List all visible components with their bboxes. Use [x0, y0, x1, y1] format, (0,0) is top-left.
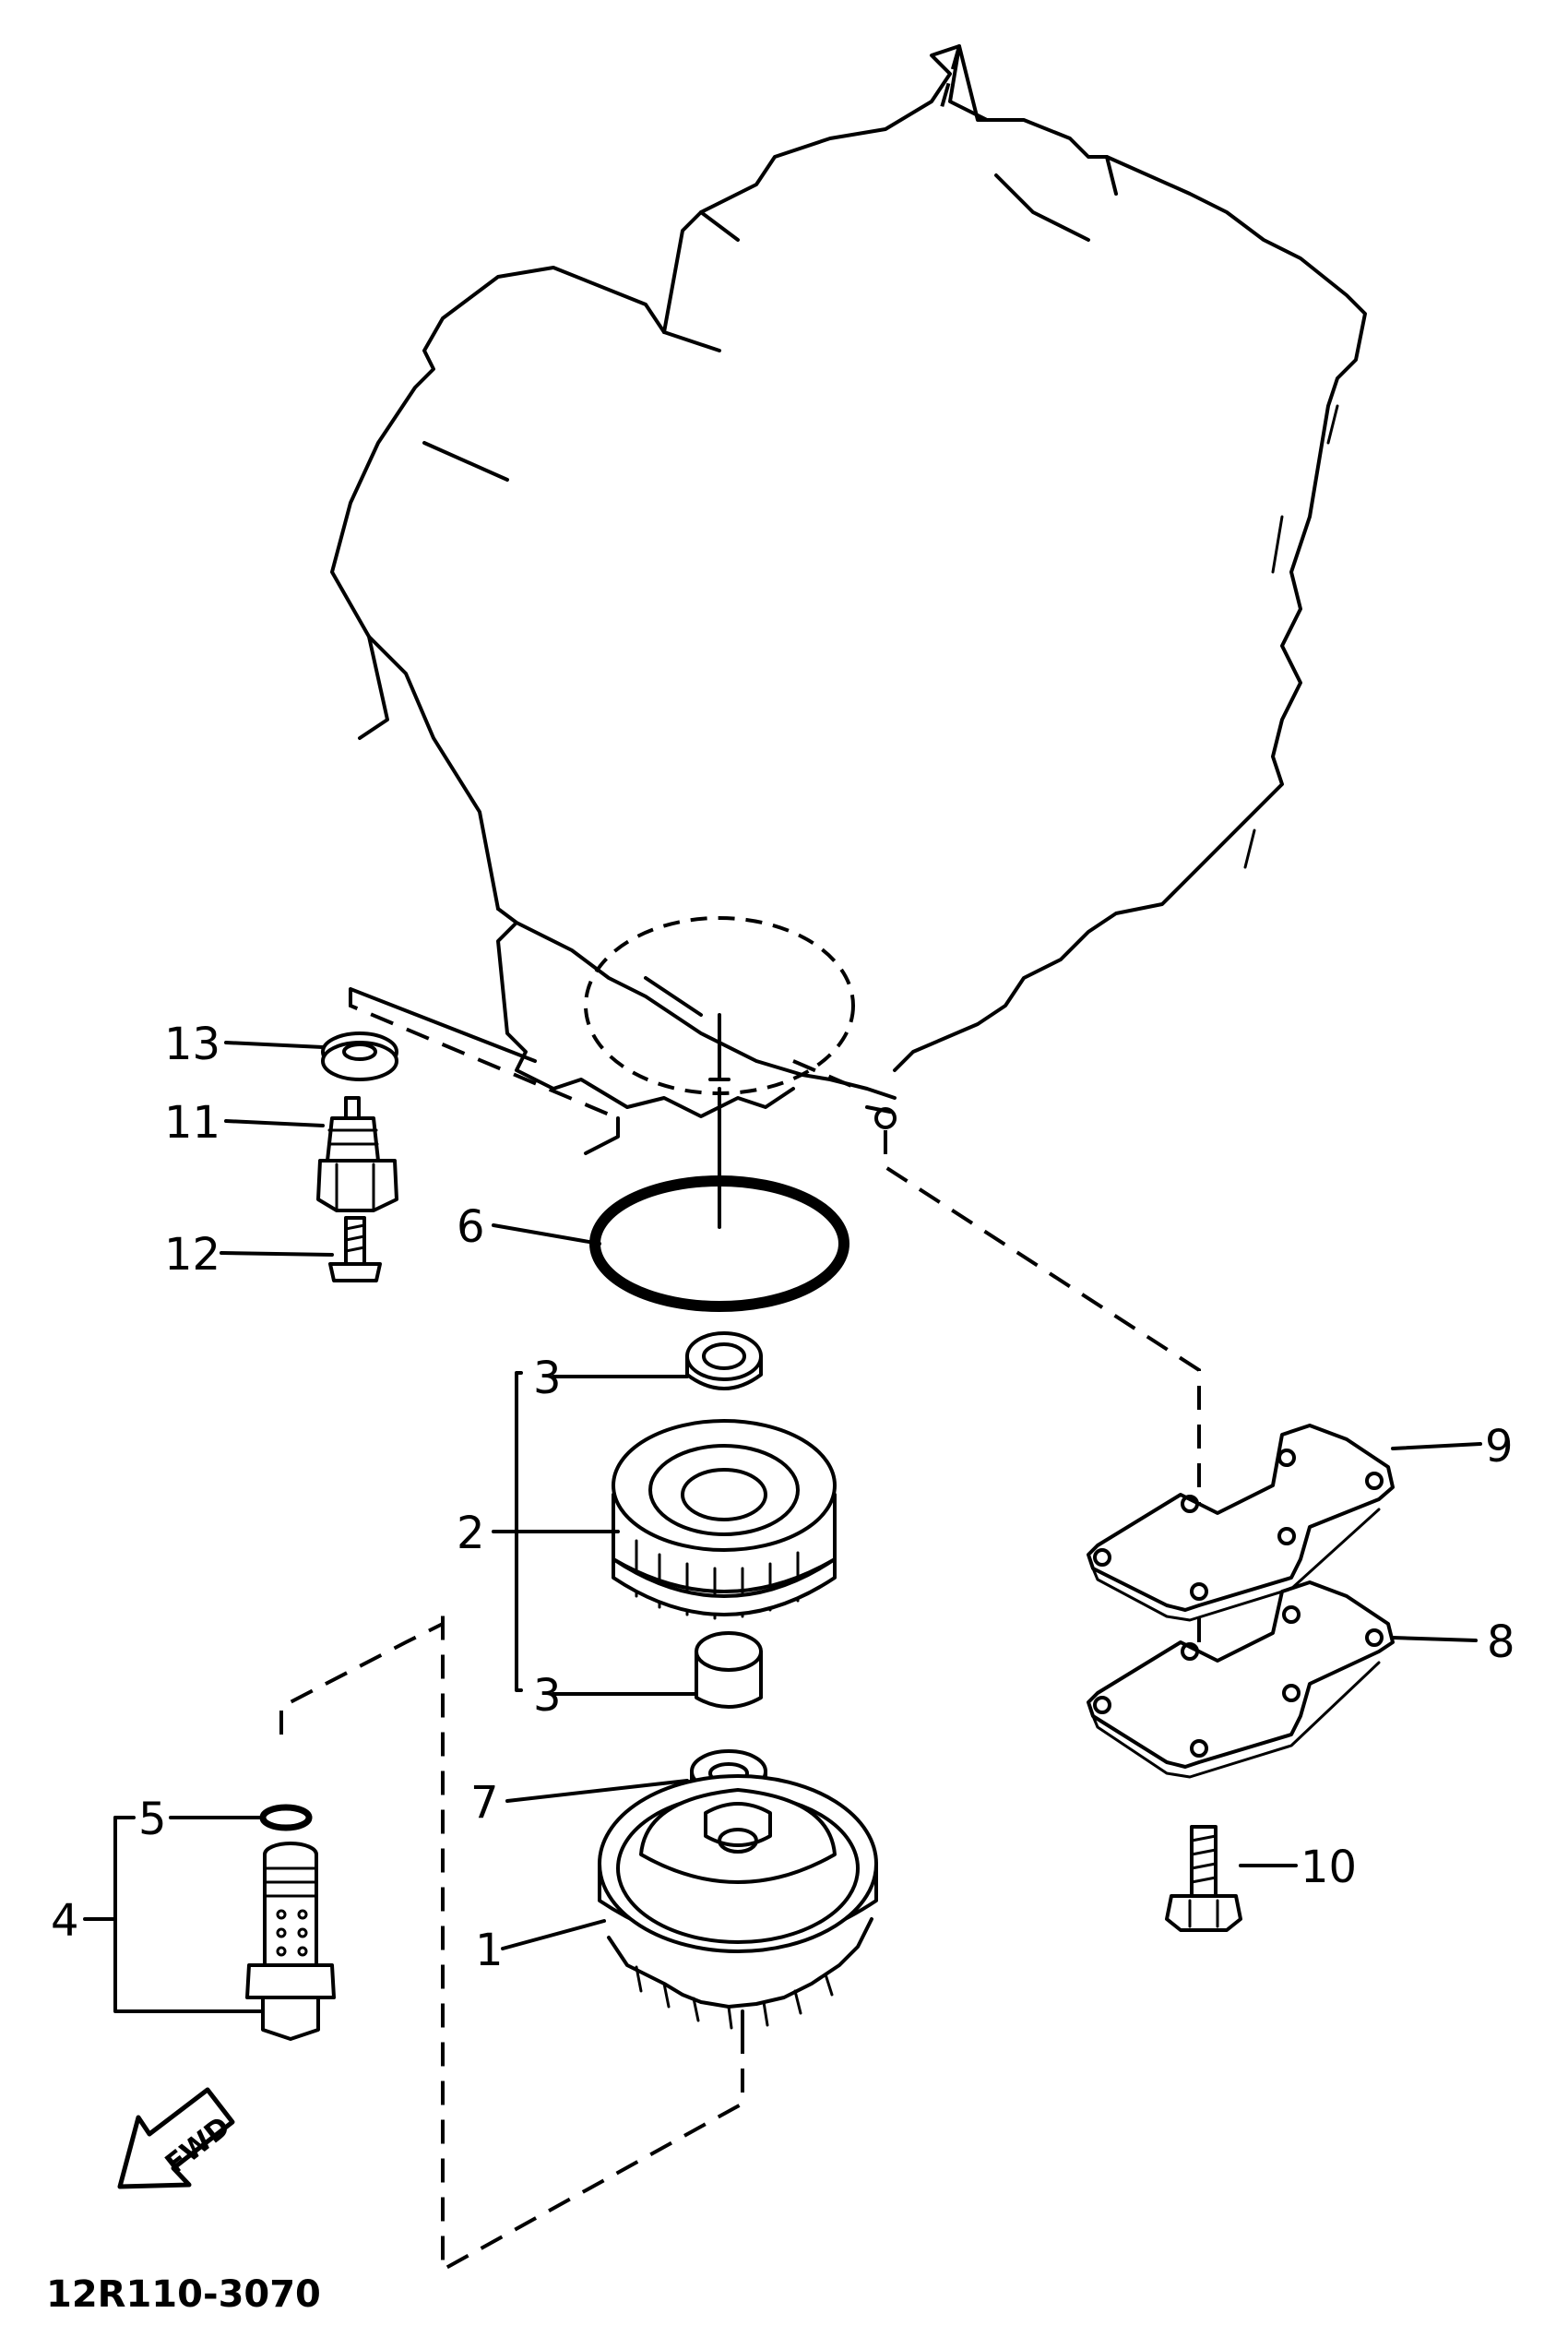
- callout-13: 13: [164, 1019, 220, 1070]
- callout-12: 12: [164, 1229, 220, 1281]
- part-1-pump-housing: [598, 1774, 878, 2030]
- part-8-gasket: [1087, 1580, 1395, 1779]
- fwd-arrow-icon: FWD: [117, 2087, 236, 2189]
- part-9-cover: [1087, 1424, 1395, 1622]
- part-2-rotor: [612, 1419, 837, 1620]
- part-10-bolt: [1165, 1825, 1242, 1932]
- part-4-strainer-bolt: [245, 1842, 336, 2041]
- callout-3-lower: 3: [533, 1670, 562, 1722]
- callout-9: 9: [1485, 1421, 1514, 1473]
- callout-7: 7: [470, 1777, 499, 1829]
- part-11-sensor: [316, 1096, 398, 1212]
- part-12-screw: [328, 1216, 382, 1282]
- part-3-bushing-lower: [695, 1631, 763, 1709]
- part-5-o-ring: [259, 1804, 313, 1831]
- callout-leaders: [83, 1041, 1482, 2013]
- callout-8: 8: [1487, 1616, 1515, 1668]
- callout-1: 1: [475, 1925, 504, 1976]
- part-13-washer: [321, 1031, 398, 1081]
- callout-5: 5: [138, 1794, 167, 1845]
- callout-6: 6: [457, 1201, 485, 1253]
- callout-2: 2: [457, 1508, 485, 1559]
- assembly-leader-lines: [279, 987, 1201, 2273]
- callout-11: 11: [164, 1097, 220, 1149]
- callout-10: 10: [1301, 1842, 1357, 1893]
- figure-code: 12R110-3070: [46, 2273, 321, 2316]
- callout-3-upper: 3: [533, 1353, 562, 1404]
- part-3-bushing-upper: [685, 1331, 763, 1390]
- crankcase-outline: [330, 44, 1367, 1118]
- callout-4: 4: [51, 1895, 79, 1947]
